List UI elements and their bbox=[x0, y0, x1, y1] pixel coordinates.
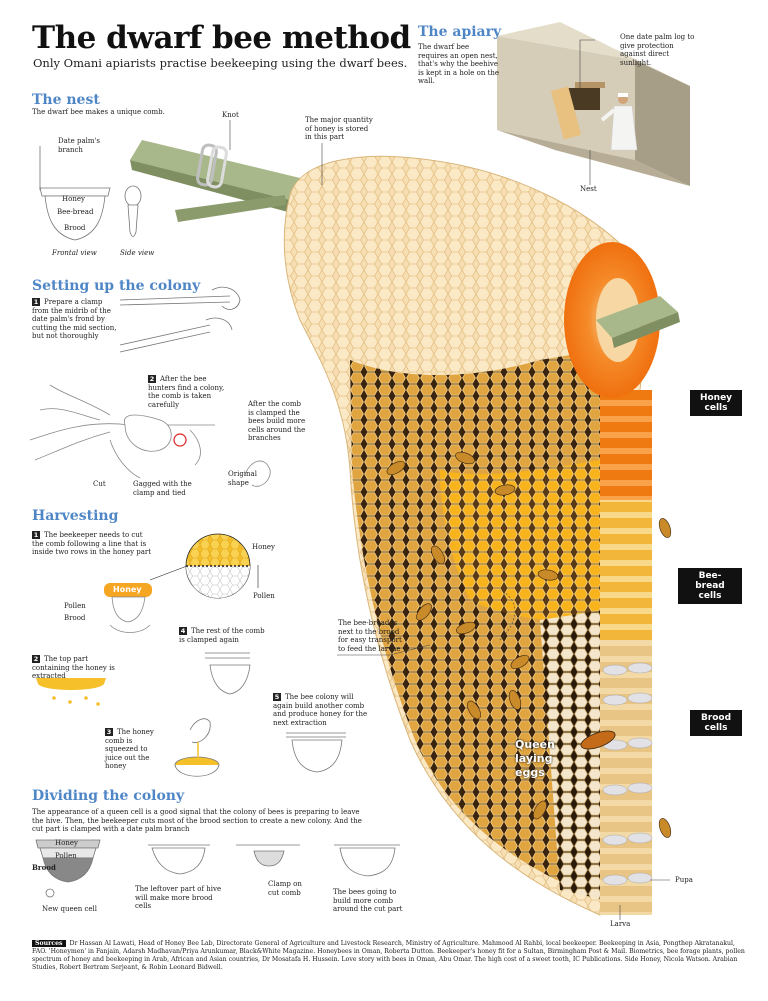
harvest-honey-label: Honey bbox=[252, 543, 275, 551]
regrown-comb-sketch bbox=[286, 732, 346, 773]
harvest-honey-drip bbox=[36, 678, 106, 706]
nest-brood-label: Brood bbox=[64, 224, 86, 232]
comb-beebread-note: The bee-bread is next to the brood for e… bbox=[338, 619, 402, 653]
apiary-heading: The apiary bbox=[418, 24, 502, 40]
dividing-build-note: The bees going to build more comb around… bbox=[333, 888, 403, 913]
dividing-comb-4 bbox=[334, 844, 400, 877]
colony-original-shape: Original shape bbox=[228, 470, 257, 487]
dividing-comb-2 bbox=[148, 844, 210, 875]
nest-intro: The dwarf bee makes a unique comb. bbox=[32, 108, 165, 116]
beekeeper-figure bbox=[600, 93, 638, 151]
nest-honey-note: The major quantity of honey is stored in… bbox=[305, 116, 373, 141]
comb-larva-label: Larva bbox=[610, 920, 631, 928]
harvest-comb-detail bbox=[149, 533, 259, 599]
tree-sketch bbox=[29, 384, 271, 487]
dividing-pollen-label: Pollen bbox=[55, 852, 77, 860]
dividing-comb-1 bbox=[35, 839, 101, 898]
apiary-text: The dwarf bee requires an open nest, tha… bbox=[418, 43, 500, 85]
nest-side-caption: Side view bbox=[120, 249, 155, 257]
honeycomb-body bbox=[283, 155, 680, 916]
dividing-honey-label: Honey bbox=[55, 839, 78, 847]
page-title: The dwarf bee method bbox=[32, 20, 411, 56]
harvest-pollen-label: Pollen bbox=[64, 602, 86, 610]
squeeze-bowl-sketch bbox=[174, 718, 220, 777]
worker-bees bbox=[386, 451, 672, 838]
colony-heading: Setting up the colony bbox=[32, 278, 201, 294]
harvest-heading: Harvesting bbox=[32, 508, 119, 524]
dividing-text: The appearance of a queen cell is a good… bbox=[32, 808, 362, 833]
dividing-leftover-note: The leftover part of hive will make more… bbox=[135, 885, 222, 910]
harvest-brood-label: Brood bbox=[64, 614, 86, 622]
leader-lines bbox=[39, 39, 670, 920]
dividing-new-queen-label: New queen cell bbox=[42, 905, 98, 913]
harvest-comb-outline bbox=[104, 583, 152, 633]
dividing-brood-label: Brood bbox=[32, 863, 56, 872]
colony-clamped-note: After the comb is clamped the bees build… bbox=[248, 400, 306, 442]
nest-frontal-view bbox=[39, 187, 111, 241]
bee-bread-cells-tag: Bee- bread cells bbox=[678, 568, 742, 604]
harvest-honey-tag: Honey bbox=[113, 585, 142, 594]
nest-honey-label: Honey bbox=[62, 195, 85, 203]
sources-label: Sources bbox=[32, 940, 66, 947]
nest-beebread-label: Bee-bread bbox=[57, 208, 94, 216]
nest-frontal-caption: Frontal view bbox=[52, 249, 97, 257]
page-subtitle: Only Omani apiarists practise beekeeping… bbox=[33, 56, 408, 70]
harvest-pollen-detail-label: Pollen bbox=[253, 592, 275, 600]
nest-side-view bbox=[124, 185, 142, 237]
apiary-wall bbox=[497, 22, 690, 186]
apiary-nest-label: Nest bbox=[580, 185, 597, 193]
comb-queen-label: Queen laying eggs bbox=[515, 738, 555, 779]
sources-text: Dr Hassan Al Lawati, Head of Honey Bee L… bbox=[32, 940, 745, 971]
nest-branch-label: Date palm's branch bbox=[58, 137, 101, 154]
dividing-clamp-note: Clamp on cut comb bbox=[268, 880, 302, 897]
dividing-heading: Dividing the colony bbox=[32, 788, 185, 804]
queen-bee bbox=[580, 730, 616, 750]
nest-heading: The nest bbox=[32, 92, 100, 108]
clamped-comb-sketch bbox=[205, 652, 251, 695]
brood-cells-tag: Brood cells bbox=[690, 710, 742, 736]
nest-knot-label: Knot bbox=[222, 111, 239, 119]
honey-cells-tag: Honey cells bbox=[690, 390, 742, 416]
apiary-log-note: One date palm log to give protection aga… bbox=[620, 33, 695, 67]
colony-cut-label: Cut bbox=[93, 480, 106, 488]
dividing-comb-3 bbox=[236, 844, 300, 867]
comb-pupa-label: Pupa bbox=[675, 876, 693, 884]
date-palm-branch bbox=[130, 140, 300, 222]
clamp-sketch bbox=[119, 286, 241, 353]
colony-gagged-label: Gagged with the clamp and tied bbox=[133, 480, 192, 497]
